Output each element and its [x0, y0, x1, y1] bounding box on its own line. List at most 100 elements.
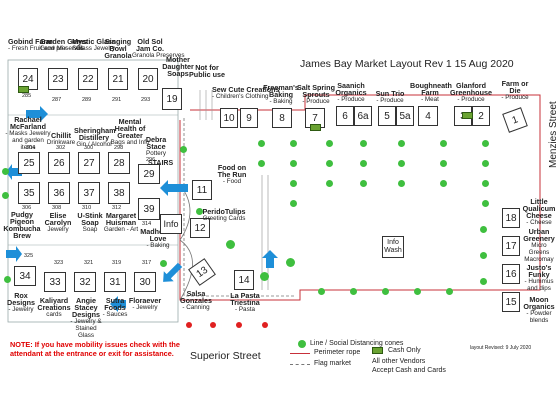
cone-icon	[482, 180, 489, 187]
booth-code: 298	[114, 145, 124, 151]
vendor-label: Singing Bowl Granola	[104, 37, 132, 60]
booth-code: 302	[56, 145, 66, 151]
legend-flag-swatch	[290, 364, 310, 365]
layout-revised: layout Revised: 9 July 2020	[470, 345, 532, 351]
booth-code: 308	[52, 205, 62, 211]
booth-2[interactable]: 2	[472, 106, 490, 126]
vendor-label: La Pasta Triestina- Pasta	[230, 291, 260, 313]
vendor-label: Justo's Funky- Hummus and dips	[524, 263, 554, 292]
booth-4[interactable]: 4	[418, 106, 438, 126]
booth-9[interactable]: 9	[240, 108, 258, 128]
booth-6[interactable]: 6	[336, 106, 354, 126]
cone-icon	[440, 180, 447, 187]
cash-only-icon	[18, 86, 29, 93]
booth-14[interactable]: 14	[234, 270, 254, 290]
vendor-label: Rox Designs- Jewelry	[7, 291, 35, 313]
booth-26[interactable]: 26	[48, 152, 70, 174]
cone-icon	[480, 252, 487, 259]
cone-icon	[180, 146, 187, 153]
legend-cash-icon	[372, 347, 383, 354]
info-wash-booth[interactable]: Info Wash	[382, 236, 404, 258]
legend-line: Line / Social Distancing cones	[310, 340, 404, 347]
booth-10[interactable]: 10	[220, 108, 238, 128]
not-public-label: Not for Public use	[189, 63, 225, 79]
cone-icon	[290, 180, 297, 187]
vendor-label: Gobind Farm- Fresh Fruit and preserves	[8, 37, 84, 52]
booth-30[interactable]: 30	[134, 272, 156, 292]
legend-all-other: All other Vendors	[372, 358, 426, 365]
booth-22[interactable]: 22	[78, 68, 98, 90]
cone-icon	[326, 180, 333, 187]
booth-17[interactable]: 17	[502, 236, 520, 256]
booth-36[interactable]: 36	[48, 182, 70, 204]
booth-25[interactable]: 25	[18, 152, 40, 174]
booth-12[interactable]: 12	[190, 218, 210, 238]
vendor-label: Saanich Organics- Produce	[335, 81, 367, 103]
booth-8[interactable]: 8	[272, 108, 292, 128]
cone-icon	[398, 140, 405, 147]
booth-code: 304	[26, 145, 36, 151]
booth-23[interactable]: 23	[48, 68, 68, 90]
booth-6a[interactable]: 6a	[354, 106, 372, 126]
booth-21[interactable]: 21	[108, 68, 128, 90]
arrow-icon	[110, 296, 126, 312]
mobility-note: NOTE: If you have mobility issues check …	[10, 340, 180, 358]
arrow-icon	[262, 250, 278, 268]
cone-icon	[480, 226, 487, 233]
cash-only-icon	[462, 112, 473, 119]
booth-code: 319	[112, 260, 122, 266]
booth-34[interactable]: 34	[14, 266, 36, 286]
street-label-superior: Superior Street	[190, 350, 261, 362]
cone-icon	[398, 160, 405, 167]
booth-20[interactable]: 20	[138, 68, 158, 90]
booth-28[interactable]: 28	[108, 152, 130, 174]
cone-icon	[160, 260, 167, 267]
booth-29[interactable]: 29	[138, 164, 160, 184]
booth-32[interactable]: 32	[74, 272, 96, 292]
vendor-label: Floraever- Jewelry	[128, 296, 162, 311]
cone-icon	[480, 278, 487, 285]
booth-27[interactable]: 27	[78, 152, 100, 174]
booth-code: 300	[84, 145, 94, 151]
booth-33[interactable]: 33	[44, 272, 66, 292]
booth-19[interactable]: 19	[162, 88, 182, 110]
cone-icon	[360, 140, 367, 147]
booth-31[interactable]: 31	[104, 272, 126, 292]
booth-39[interactable]: 39	[138, 198, 160, 220]
perimeter-rope	[179, 94, 541, 301]
booth-38[interactable]: 38	[108, 182, 130, 204]
cone-icon	[440, 140, 447, 147]
booth-5[interactable]: 5	[378, 106, 396, 126]
booth-15[interactable]: 15	[502, 292, 520, 312]
cone-icon	[350, 288, 357, 295]
booth-5a[interactable]: 5a	[396, 106, 414, 126]
booth-18[interactable]: 18	[502, 208, 520, 228]
cone-icon	[4, 276, 11, 283]
vendor-label: Mystic Glass- Glass Jewelry	[72, 37, 116, 52]
cone-icon	[360, 160, 367, 167]
vendor-label: Little Qualicum Cheese- Cheese	[522, 197, 556, 226]
entrance-dot	[262, 322, 268, 328]
vendor-label: Moon Organics- Powder blends	[523, 295, 555, 324]
legend-flag: Flag market	[314, 360, 351, 367]
booth-16[interactable]: 16	[502, 264, 520, 284]
stairs-hatch	[199, 90, 213, 120]
booth-code: 296	[146, 157, 156, 163]
legend-rope-swatch	[290, 353, 310, 354]
vendor-label: Angie Stacey Designs- Jewelry & Stained …	[70, 296, 102, 339]
entrance-dot	[236, 322, 242, 328]
cone-icon	[260, 272, 269, 281]
arrow-icon	[163, 262, 183, 282]
booth-35[interactable]: 35	[18, 182, 40, 204]
legend-cash-only: Cash Only	[388, 347, 421, 354]
info-booth[interactable]: Info	[160, 214, 182, 234]
booth-37[interactable]: 37	[78, 182, 100, 204]
booth-11[interactable]: 11	[192, 180, 212, 200]
booth-code: 325	[24, 253, 34, 259]
